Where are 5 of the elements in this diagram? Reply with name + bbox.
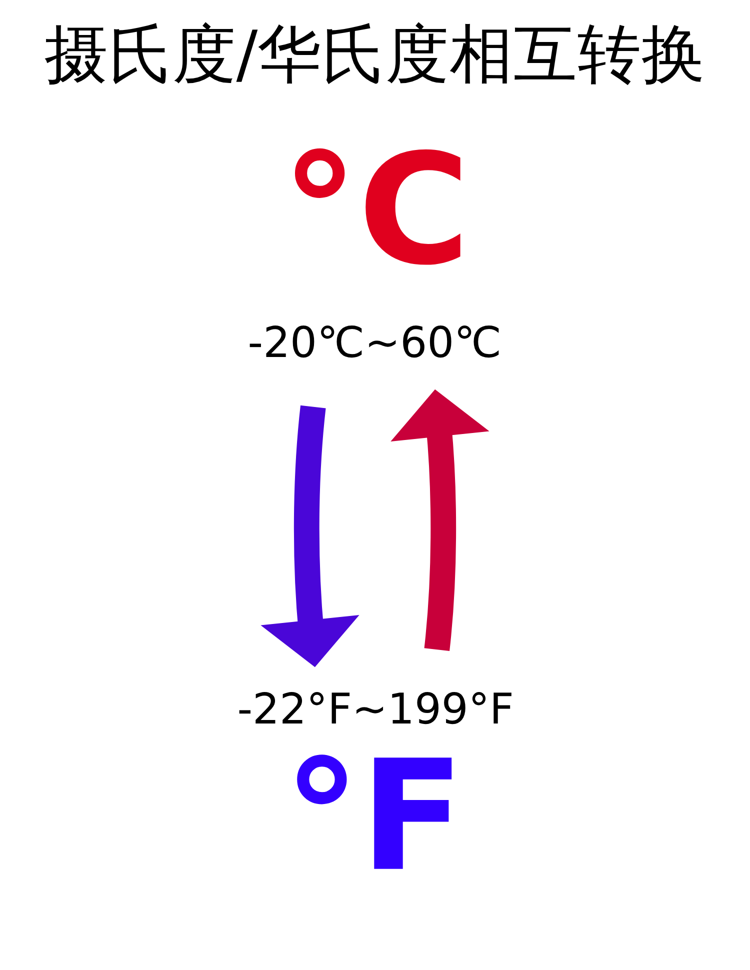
diagram-title: 摄氏度/华氏度相互转换 bbox=[44, 16, 706, 91]
node-text: °C -20℃~60℃ bbox=[248, 120, 502, 367]
node-text: -22°F~199°F °F bbox=[237, 684, 514, 905]
arrow bbox=[390, 389, 490, 651]
arrow bbox=[260, 406, 360, 668]
